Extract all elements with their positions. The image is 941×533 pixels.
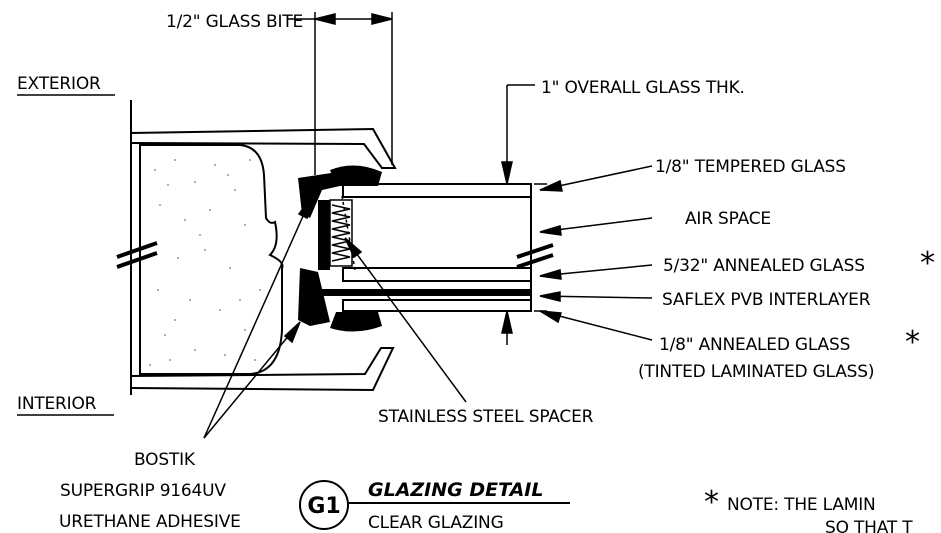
annealed-532-label: 5/32" ANNEALED GLASS	[663, 256, 865, 276]
interior-label: INTERIOR	[17, 394, 97, 414]
pvb-interlayer-label: SAFLEX PVB INTERLAYER	[662, 290, 871, 310]
detail-badge-circle	[299, 480, 349, 530]
detail-title: GLAZING DETAIL	[368, 479, 543, 501]
bostik-label-line3: URETHANE ADHESIVE	[59, 512, 241, 532]
detail-badge-text: G1	[307, 494, 340, 519]
break-symbol-right	[516, 243, 554, 269]
annealed-18-label: 1/8" ANNEALED GLASS	[659, 335, 850, 355]
break-symbol-left	[116, 241, 158, 269]
note-block: * NOTE: THE LAMIN SO THAT T	[704, 485, 913, 533]
glass-unit	[310, 183, 532, 312]
stainless-spacer-label: STAINLESS STEEL SPACER	[378, 407, 594, 427]
insulation-core	[139, 144, 284, 375]
leader-lines	[203, 165, 653, 439]
side-label-underlines	[17, 94, 115, 416]
title-block: G1 GLAZING DETAIL CLEAR GLAZING	[299, 479, 570, 533]
note-asterisk: *	[704, 485, 719, 520]
asterisk-2: *	[905, 325, 920, 360]
tinted-laminated-label: (TINTED LAMINATED GLASS)	[638, 362, 874, 382]
air-space-label: AIR SPACE	[685, 209, 771, 229]
detail-subtitle: CLEAR GLAZING	[368, 513, 504, 533]
exterior-label: EXTERIOR	[17, 74, 101, 94]
overall-thickness-dimension	[501, 84, 547, 345]
bottom-annealed-lite	[342, 299, 532, 312]
frame-mullion	[130, 100, 397, 395]
adhesive-beads	[298, 165, 382, 332]
glass-bite-dimension	[287, 12, 393, 175]
note-text-line2: SO THAT T	[825, 518, 913, 533]
bostik-label-line2: SUPERGRIP 9164UV	[60, 481, 226, 501]
note-text: NOTE: THE LAMIN	[727, 495, 876, 515]
asterisk-1: *	[920, 246, 935, 281]
bostik-label-line1: BOSTIK	[134, 450, 196, 470]
stainless-steel-spacer	[329, 195, 356, 271]
glass-bite-label: 1/2" GLASS BITE	[166, 12, 303, 32]
pvb-interlayer	[310, 289, 531, 296]
overall-thickness-label: 1" OVERALL GLASS THK.	[541, 78, 745, 98]
tempered-glass-label: 1/8" TEMPERED GLASS	[655, 157, 846, 177]
